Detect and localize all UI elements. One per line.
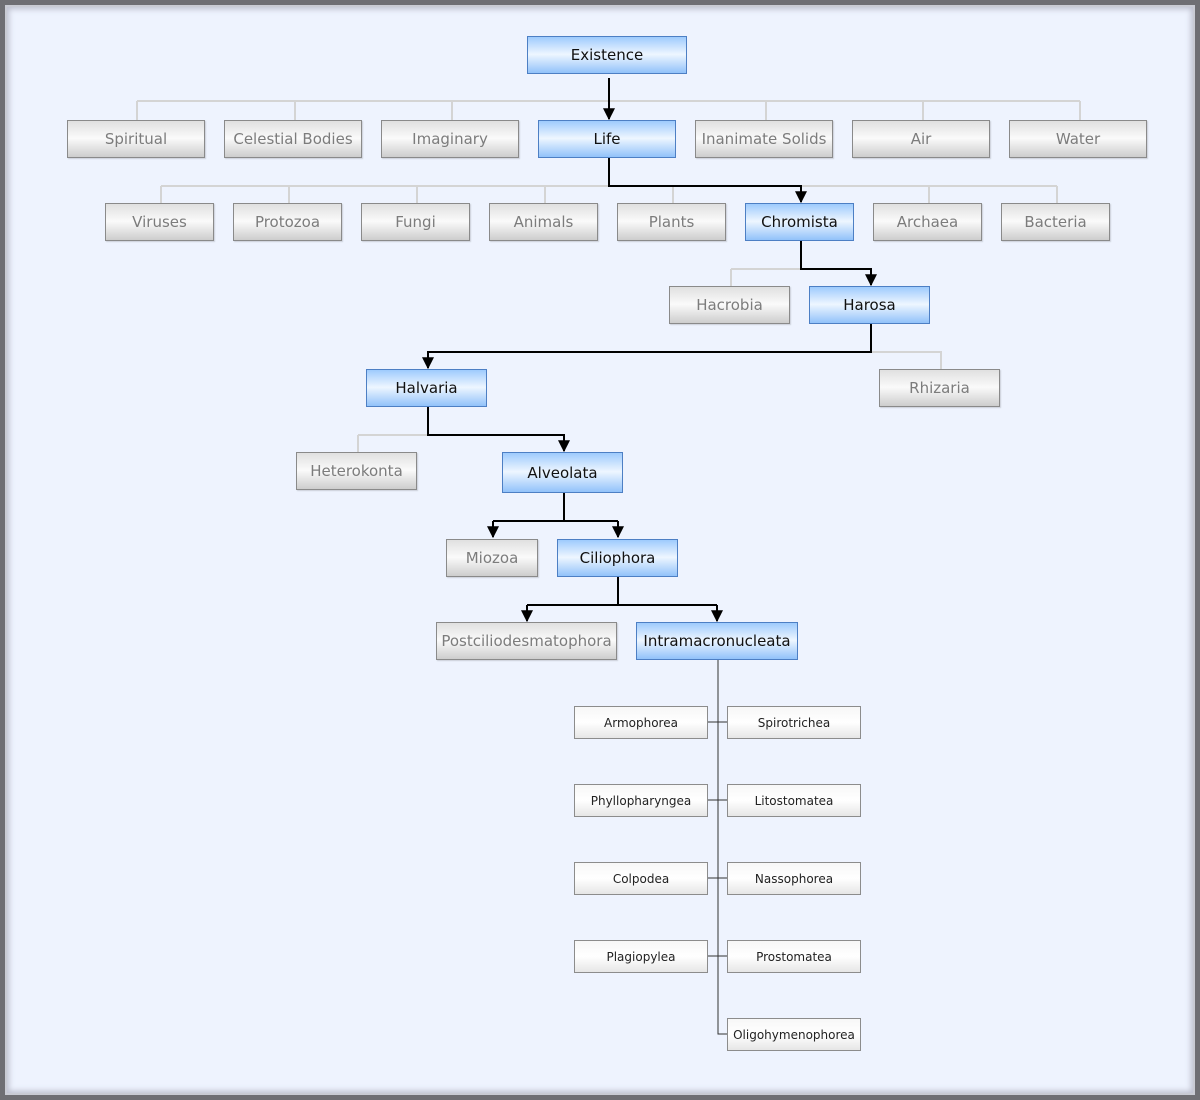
- node-plants[interactable]: Plants: [617, 203, 726, 241]
- node-rhizaria[interactable]: Rhizaria: [879, 369, 1000, 407]
- node-miozoa[interactable]: Miozoa: [446, 539, 538, 577]
- node-plagiopylea[interactable]: Plagiopylea: [574, 940, 708, 973]
- node-spiritual[interactable]: Spiritual: [67, 120, 205, 158]
- node-celestial-bodies[interactable]: Celestial Bodies: [224, 120, 362, 158]
- node-prostomatea[interactable]: Prostomatea: [727, 940, 861, 973]
- node-intramacronucleata[interactable]: Intramacronucleata: [636, 622, 798, 660]
- node-phyllopharyngea[interactable]: Phyllopharyngea: [574, 784, 708, 817]
- node-litostomatea[interactable]: Litostomatea: [727, 784, 861, 817]
- node-spirotrichea[interactable]: Spirotrichea: [727, 706, 861, 739]
- node-hacrobia[interactable]: Hacrobia: [669, 286, 790, 324]
- node-ciliophora[interactable]: Ciliophora: [557, 539, 678, 577]
- node-colpodea[interactable]: Colpodea: [574, 862, 708, 895]
- node-armophorea[interactable]: Armophorea: [574, 706, 708, 739]
- node-alveolata[interactable]: Alveolata: [502, 452, 623, 493]
- diagram-canvas: Existence Spiritual Celestial Bodies Ima…: [5, 5, 1195, 1095]
- node-archaea[interactable]: Archaea: [873, 203, 982, 241]
- node-oligohymenophorea[interactable]: Oligohymenophorea: [727, 1018, 861, 1051]
- connector-lines: [136, 78, 1081, 1035]
- node-fungi[interactable]: Fungi: [361, 203, 470, 241]
- node-postciliodesmatophora[interactable]: Postciliodesmatophora: [436, 622, 617, 660]
- node-heterokonta[interactable]: Heterokonta: [296, 452, 417, 490]
- node-chromista[interactable]: Chromista: [745, 203, 854, 241]
- node-harosa[interactable]: Harosa: [809, 286, 930, 324]
- node-water[interactable]: Water: [1009, 120, 1147, 158]
- node-bacteria[interactable]: Bacteria: [1001, 203, 1110, 241]
- node-viruses[interactable]: Viruses: [105, 203, 214, 241]
- node-nassophorea[interactable]: Nassophorea: [727, 862, 861, 895]
- node-halvaria[interactable]: Halvaria: [366, 369, 487, 407]
- node-life[interactable]: Life: [538, 120, 676, 158]
- node-air[interactable]: Air: [852, 120, 990, 158]
- node-protozoa[interactable]: Protozoa: [233, 203, 342, 241]
- node-inanimate-solids[interactable]: Inanimate Solids: [695, 120, 833, 158]
- node-existence[interactable]: Existence: [527, 36, 687, 74]
- node-imaginary[interactable]: Imaginary: [381, 120, 519, 158]
- node-animals[interactable]: Animals: [489, 203, 598, 241]
